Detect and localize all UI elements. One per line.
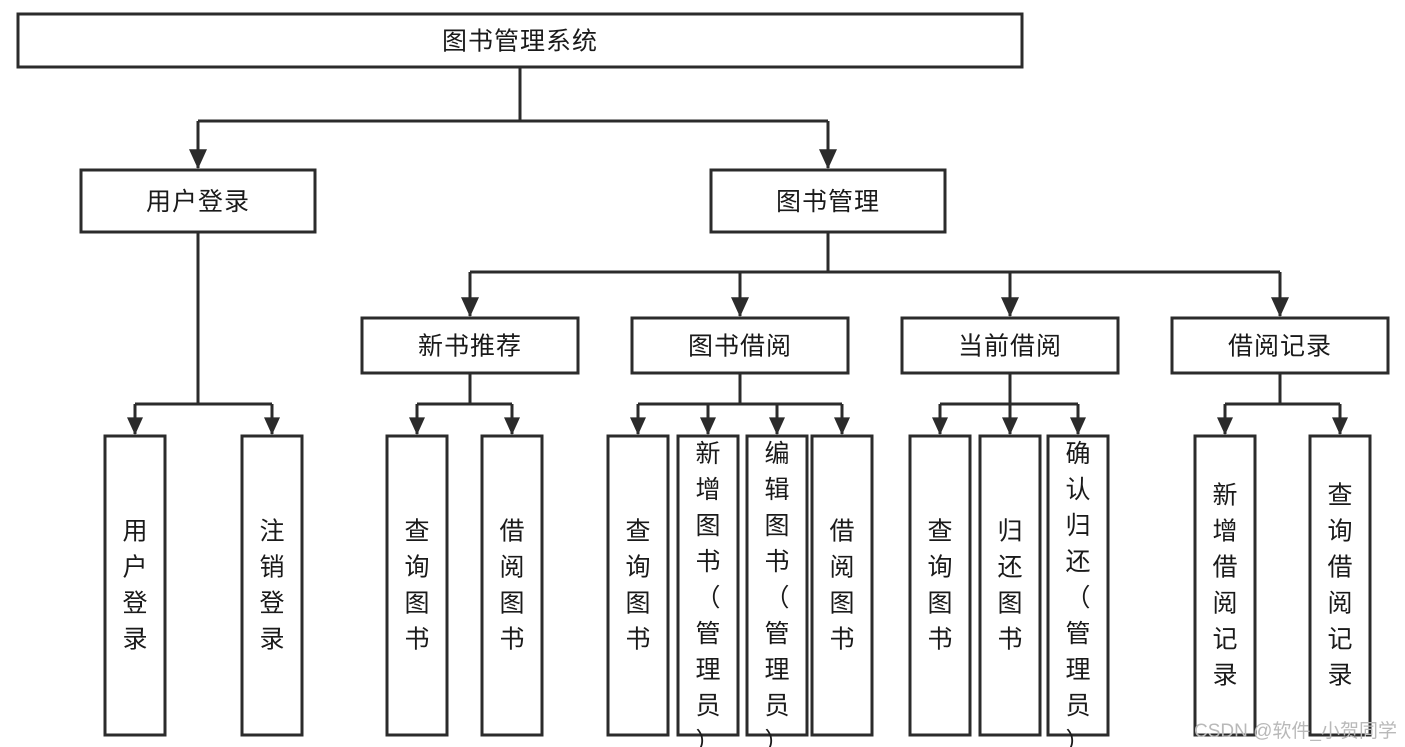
arrow-head-icon — [264, 417, 280, 435]
node-label: 查询图书 — [404, 517, 429, 653]
arrow-head-icon — [461, 297, 479, 317]
node-box-level3-2[interactable]: 当前借阅 — [900, 316, 1120, 375]
node-label: 图书管理 — [776, 188, 880, 216]
node-box-root-0[interactable]: 图书管理系统 — [16, 12, 1024, 69]
arrow-head-icon — [1001, 297, 1019, 317]
node-label: 注销登录 — [259, 517, 284, 653]
arrow-head-icon — [630, 417, 646, 435]
node-rect — [1170, 316, 1390, 375]
node-label: 借阅记录 — [1228, 333, 1332, 361]
node-rect — [385, 434, 449, 737]
arrow-head-icon — [731, 297, 749, 317]
arrow-head-icon — [409, 417, 425, 435]
arrow-head-icon — [819, 149, 837, 169]
edge-layer — [127, 67, 1348, 435]
node-label: 当前借阅 — [958, 333, 1062, 361]
node-box-level2-0[interactable]: 用户登录 — [79, 168, 317, 234]
node-rect — [79, 168, 317, 234]
node-rect — [676, 434, 740, 737]
arrow-head-icon — [1217, 417, 1233, 435]
node-box-leaf-6[interactable]: 编辑图书（管理员） — [745, 434, 809, 747]
node-box-leaf-9[interactable]: 归还图书 — [978, 434, 1042, 737]
node-box-leaf-1[interactable]: 注销登录 — [240, 434, 304, 737]
arrow-head-icon — [1332, 417, 1348, 435]
arrow-head-icon — [189, 149, 207, 169]
node-label: 图书管理系统 — [442, 28, 598, 56]
node-rect — [908, 434, 972, 737]
node-rect — [745, 434, 809, 737]
node-box-level3-3[interactable]: 借阅记录 — [1170, 316, 1390, 375]
node-rect — [606, 434, 670, 737]
node-box-leaf-3[interactable]: 借阅图书 — [480, 434, 544, 737]
arrow-head-icon — [1002, 417, 1018, 435]
node-rect — [480, 434, 544, 737]
node-label: 新增借阅记录 — [1212, 481, 1237, 689]
node-box-leaf-10[interactable]: 确认归还（管理员） — [1046, 434, 1110, 747]
node-rect — [900, 316, 1120, 375]
node-box-level2-1[interactable]: 图书管理 — [709, 168, 947, 234]
node-rect — [1046, 434, 1110, 737]
node-rect — [1308, 434, 1372, 737]
node-box-leaf-8[interactable]: 查询图书 — [908, 434, 972, 737]
node-rect — [810, 434, 874, 737]
node-box-leaf-2[interactable]: 查询图书 — [385, 434, 449, 737]
node-rect — [240, 434, 304, 737]
arrow-head-icon — [834, 417, 850, 435]
node-label: 归还图书 — [997, 517, 1022, 653]
node-label: 编辑图书（管理员） — [764, 440, 789, 747]
node-label: 查询图书 — [927, 517, 952, 653]
node-rect — [360, 316, 580, 375]
node-rect — [978, 434, 1042, 737]
node-label: 确认归还（管理员） — [1065, 440, 1090, 747]
node-box-level3-1[interactable]: 图书借阅 — [630, 316, 850, 375]
node-label: 新书推荐 — [418, 333, 522, 361]
arrow-head-icon — [504, 417, 520, 435]
node-box-leaf-7[interactable]: 借阅图书 — [810, 434, 874, 737]
node-label: 查询借阅记录 — [1327, 481, 1352, 689]
arrow-head-icon — [700, 417, 716, 435]
node-rect — [16, 12, 1024, 69]
node-label: 用户登录 — [122, 517, 147, 653]
arrow-head-icon — [127, 417, 143, 435]
arrow-head-icon — [1271, 297, 1289, 317]
node-box-level3-0[interactable]: 新书推荐 — [360, 316, 580, 375]
node-layer: 图书管理系统用户登录图书管理新书推荐图书借阅当前借阅借阅记录用户登录注销登录查询… — [16, 12, 1390, 747]
arrow-head-icon — [1070, 417, 1086, 435]
node-box-leaf-5[interactable]: 新增图书（管理员） — [676, 434, 740, 747]
node-label: 借阅图书 — [499, 517, 524, 653]
node-box-leaf-12[interactable]: 查询借阅记录 — [1308, 434, 1372, 737]
node-box-leaf-0[interactable]: 用户登录 — [103, 434, 167, 737]
node-box-leaf-4[interactable]: 查询图书 — [606, 434, 670, 737]
node-rect — [630, 316, 850, 375]
node-label: 查询图书 — [625, 517, 650, 653]
node-label: 图书借阅 — [688, 333, 792, 361]
node-rect — [1193, 434, 1257, 737]
node-rect — [709, 168, 947, 234]
arrow-head-icon — [769, 417, 785, 435]
node-box-leaf-11[interactable]: 新增借阅记录 — [1193, 434, 1257, 737]
node-label: 新增图书（管理员） — [695, 440, 720, 747]
arrow-head-icon — [932, 417, 948, 435]
node-label: 借阅图书 — [829, 517, 854, 653]
node-label: 用户登录 — [146, 188, 250, 216]
node-rect — [103, 434, 167, 737]
